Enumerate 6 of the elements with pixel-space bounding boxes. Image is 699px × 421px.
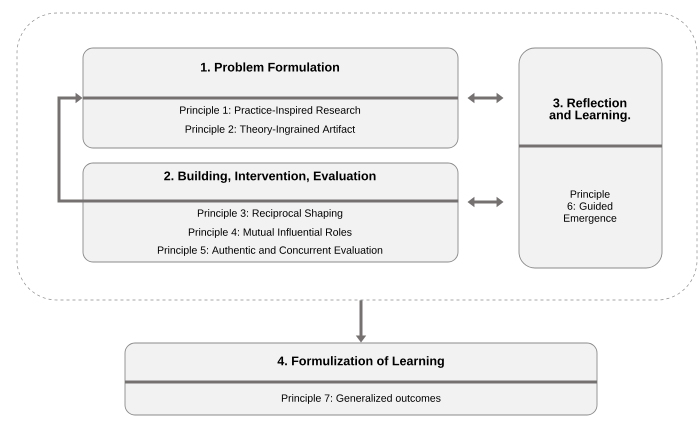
process-box: 1. Problem Formulation Principle 1: Practice-Inspired Research Principle 2: Theory-Ingrained Artifact — [82, 48, 458, 148]
process-box: 2. Building, Intervention, Evaluation Principle 3: Reciprocal Shaping Principle 4: Mutual Influential Roles Principle 5: Authentic and Concurrent Evaluation — [82, 162, 458, 262]
process-box: 4. Formulization of Learning Principle 7: Generalized outcomes — [124, 342, 598, 416]
dashed-region — [16, 12, 698, 300]
process-box: 3. Reflection and Learning. Principle 6: Guided Emergence — [518, 48, 662, 268]
arrow — [58, 92, 458, 202]
